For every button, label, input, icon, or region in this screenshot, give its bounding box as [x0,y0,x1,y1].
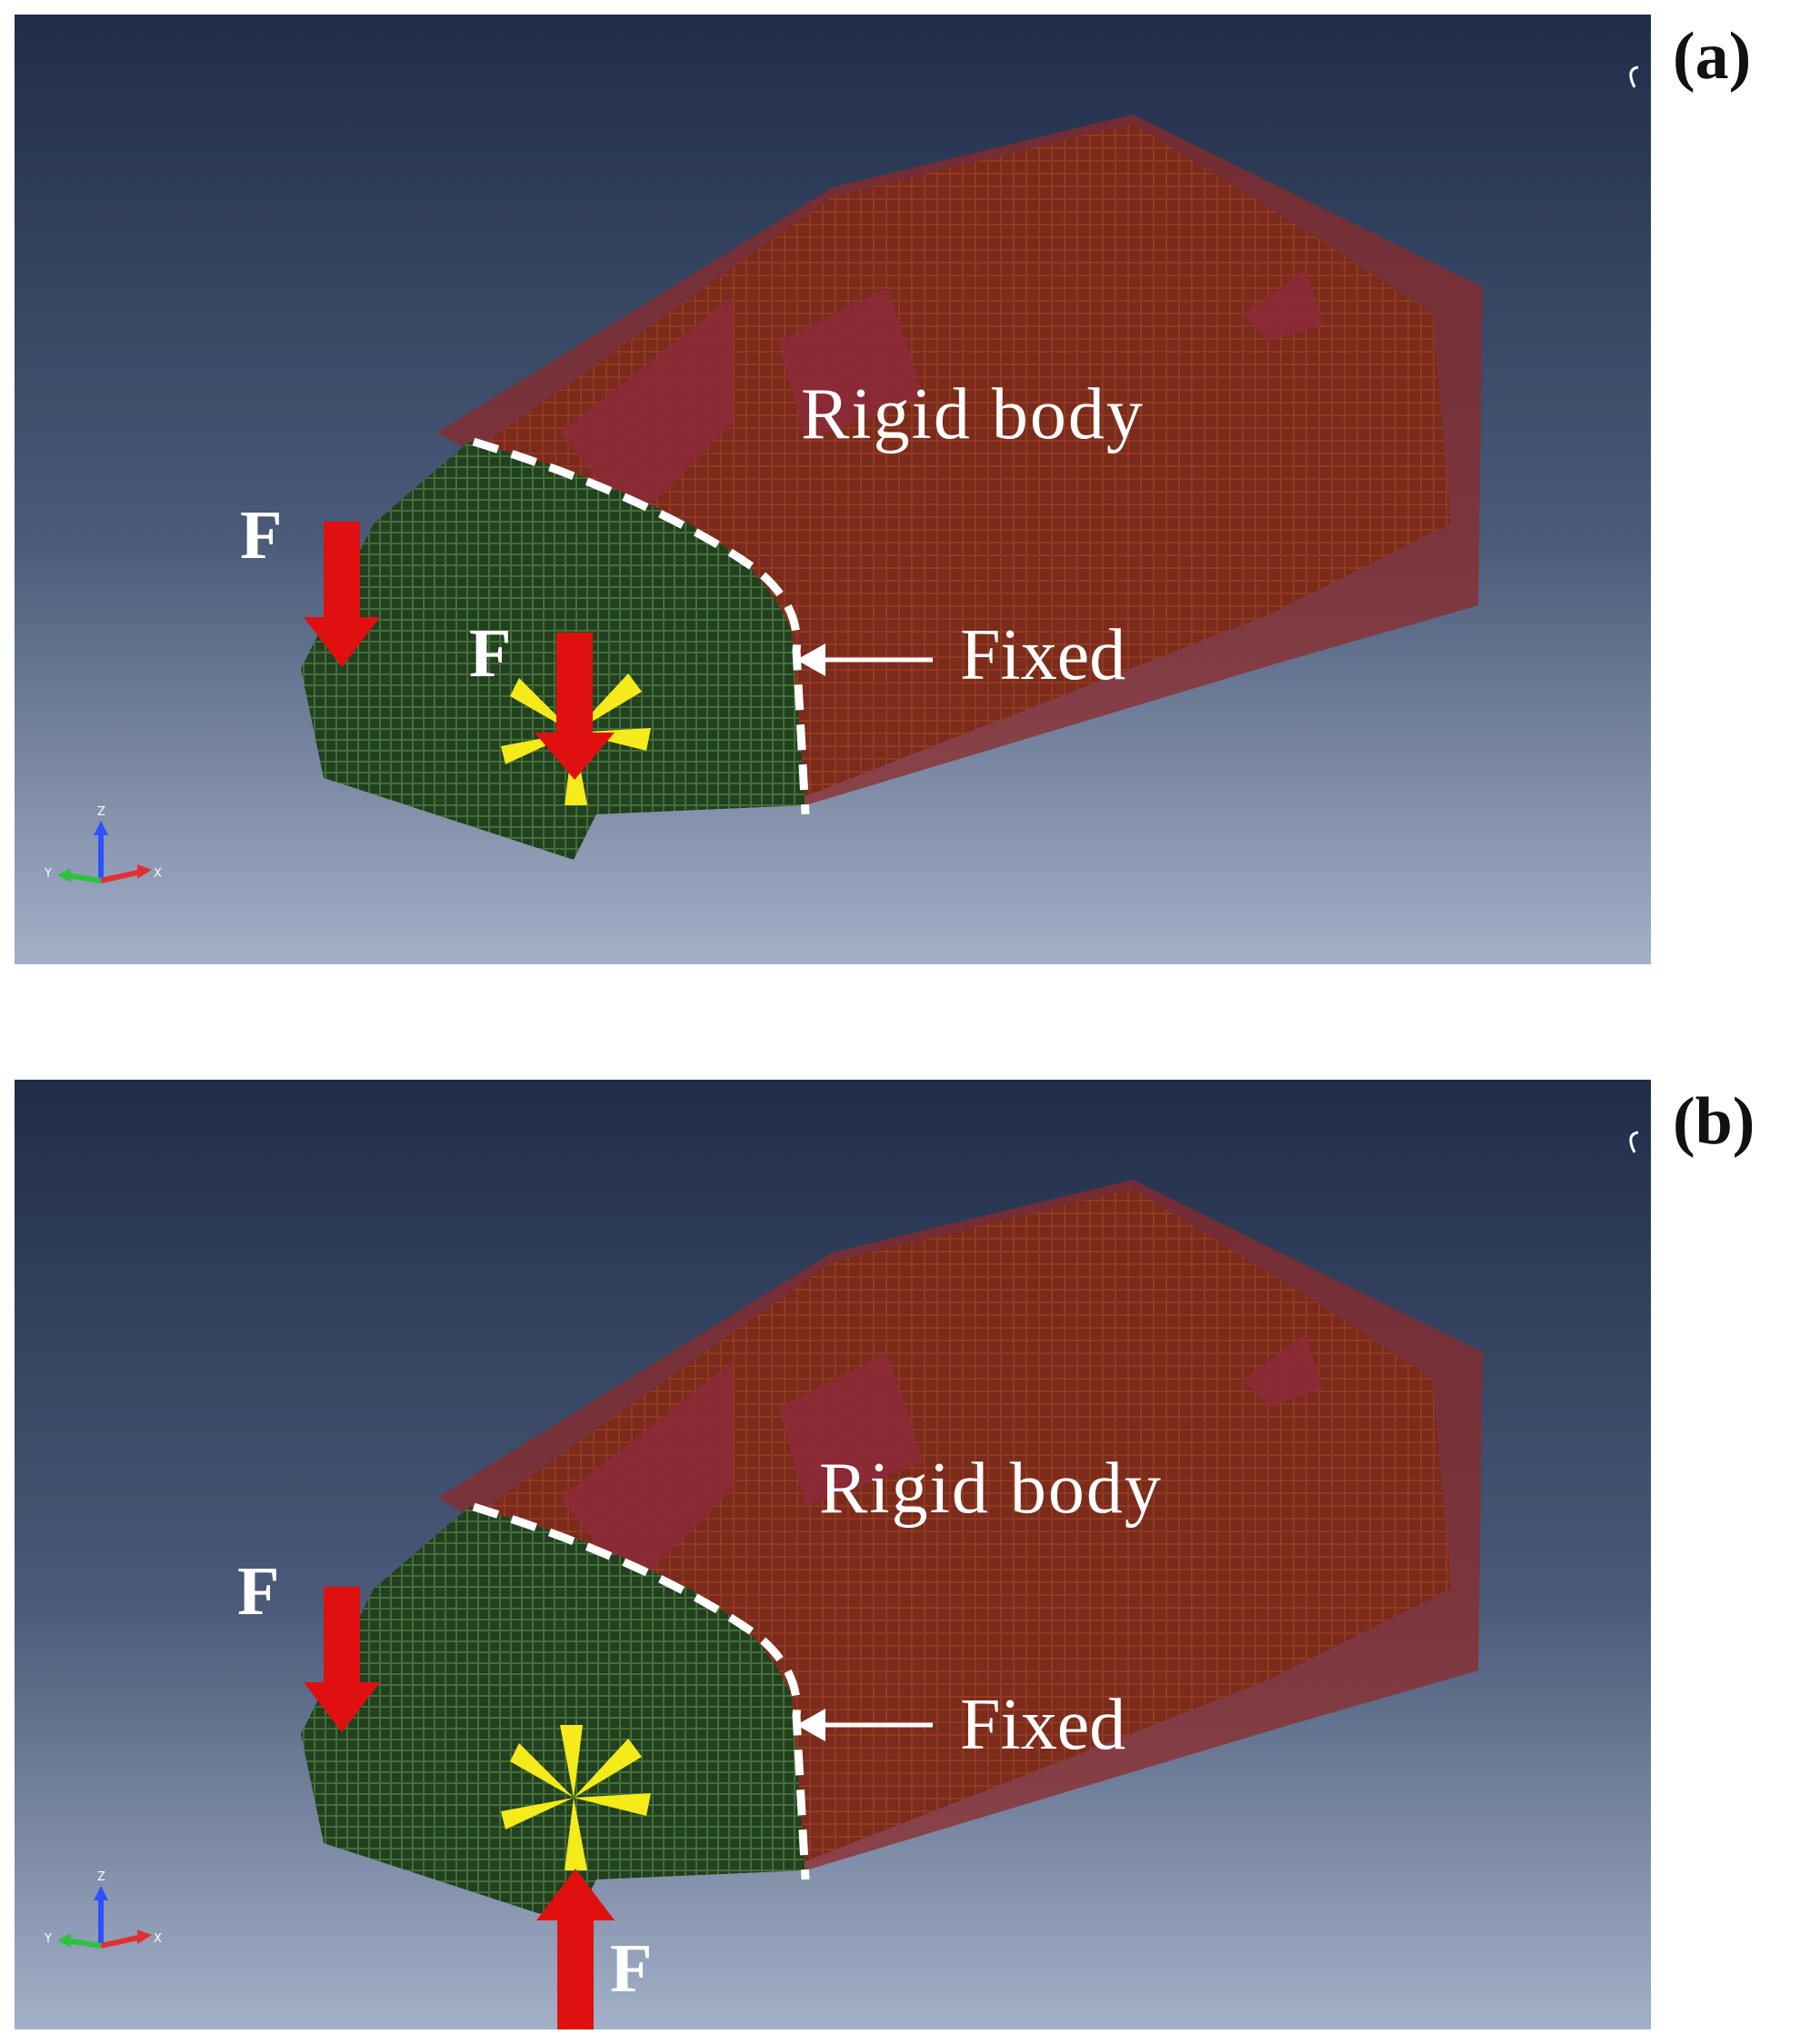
force-arrow-up [536,1869,615,2029]
front-window [560,296,733,523]
panel-b-scene: Z X Y [15,1080,1651,2029]
rigid-body-label: Rigid body [819,1449,1163,1529]
force-label-2: F [610,1930,653,2007]
side-window [778,1352,924,1507]
axis-x-label: X [154,1932,162,1946]
axis-x-label: X [154,867,162,881]
panel-a: Z X Y Rigid body Fixed F F [15,15,1651,964]
front-structure [301,1507,805,1925]
front-structure [301,442,805,860]
axis-triad: Z X Y [44,1870,162,1949]
axis-z-label: Z [97,1870,105,1884]
rigid-body-label: Rigid body [801,374,1145,454]
fixed-boundary-line [472,437,810,815]
panel-b: Z X Y Rigid body Fixed F F [15,1080,1651,2029]
axis-triad: Z X Y [44,805,162,883]
rear-window [1242,269,1324,342]
force-arrow-down-2 [535,633,615,780]
axis-y-label: Y [44,867,52,881]
fixed-boundary-line [472,1502,810,1880]
front-window [560,1361,733,1589]
corner-orientation-icon [1629,65,1639,88]
rear-window [1242,1334,1324,1407]
fixed-label: Fixed [960,615,1126,695]
load-marker [501,1725,651,1870]
force-label-2: F [469,615,512,692]
axis-y-label: Y [44,1932,52,1946]
side-window [778,287,924,442]
force-arrow-down-1 [304,522,380,667]
force-label-1: F [237,1553,280,1630]
fixed-pointer-head [796,643,825,676]
axis-z-label: Z [97,805,105,819]
force-label-1: F [240,497,283,573]
fixed-pointer-head [796,1709,825,1741]
panel-a-scene: Z X Y [15,15,1651,964]
rigid-body-mesh [487,124,1451,796]
fixed-label: Fixed [960,1685,1126,1765]
panel-letter-b: (b) [1673,1084,1755,1159]
force-arrow-down [304,1587,380,1732]
corner-orientation-icon [1629,1131,1639,1153]
panel-letter-a: (a) [1673,19,1752,94]
rigid-body-mesh [487,1189,1451,1861]
